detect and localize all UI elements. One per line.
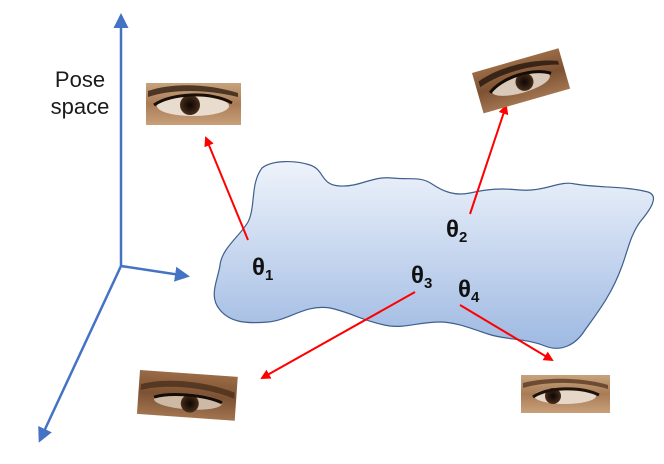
pose-arrows — [204, 104, 554, 379]
eye-photo-icon — [472, 48, 571, 114]
z-axis-icon — [38, 265, 123, 443]
theta-index: 4 — [470, 289, 480, 306]
theta-index: 2 — [458, 229, 468, 246]
axis-label-line2: space — [50, 94, 110, 119]
axis-label-line1: Pose — [54, 67, 106, 92]
theta-4-label: θ4 — [458, 276, 479, 306]
eye-photo-icon — [146, 83, 241, 125]
pose-manifold-shape — [213, 161, 654, 349]
axes — [38, 13, 190, 443]
eye-photo-icon — [521, 375, 610, 413]
x-axis-icon — [120, 264, 190, 282]
arrow-theta3 — [260, 291, 416, 379]
theta-symbol: θ — [252, 254, 265, 281]
theta-symbol: θ — [446, 216, 459, 243]
theta-1-label: θ1 — [252, 254, 273, 284]
axis-label: Pose space — [44, 66, 116, 120]
theta-symbol: θ — [411, 262, 424, 289]
theta-2-label: θ2 — [446, 216, 467, 246]
arrow-theta4 — [459, 304, 554, 362]
theta-3-label: θ3 — [411, 262, 432, 292]
eye-photo-icon — [136, 370, 238, 421]
arrow-theta2 — [469, 104, 509, 215]
arrow-theta1 — [204, 136, 249, 241]
theta-index: 1 — [264, 267, 274, 284]
theta-index: 3 — [423, 275, 433, 292]
theta-symbol: θ — [458, 276, 471, 303]
